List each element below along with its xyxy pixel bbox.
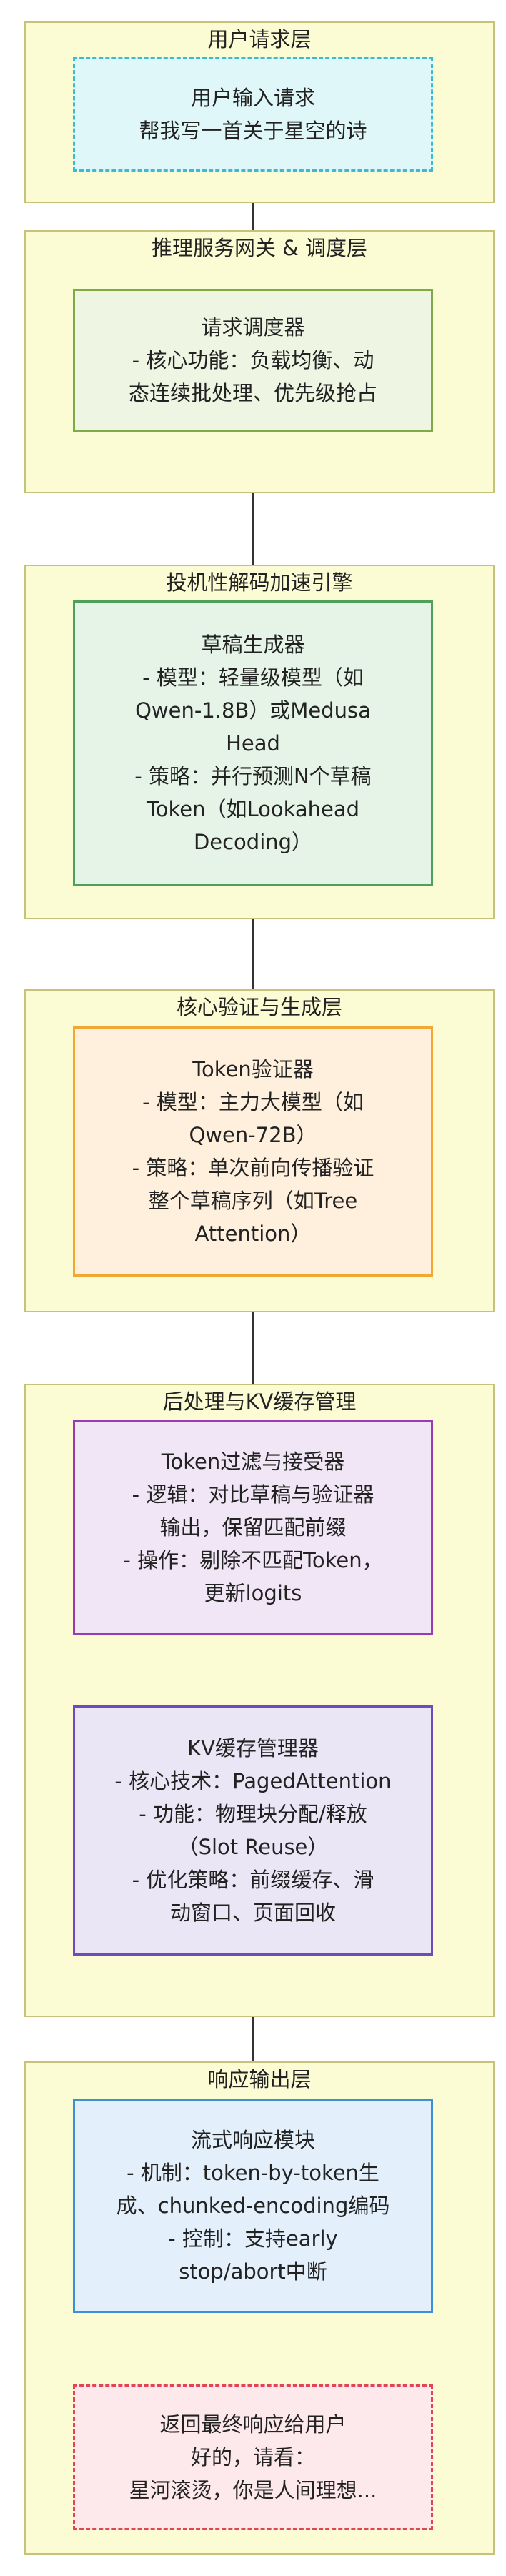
layer-title: 响应输出层 — [207, 2067, 312, 2091]
node-line: 返回最终响应给用户 — [159, 2412, 347, 2437]
layer-title: 投机性解码加速引擎 — [166, 570, 353, 595]
node-line: - 操作：剔除不匹配Token， — [123, 1548, 383, 1572]
node-line: - 控制：支持early — [168, 2226, 338, 2251]
node-line: Qwen-72B） — [189, 1123, 317, 1147]
node-line: 输出，保留匹配前缀 — [159, 1515, 347, 1540]
node-line: KV缓存管理器 — [187, 1736, 319, 1760]
layer-title: 推理服务网关 & 调度层 — [151, 236, 368, 260]
node-line: - 逻辑：对比草稿与验证器 — [132, 1482, 374, 1507]
node-line: 帮我写一首关于星空的诗 — [139, 119, 367, 143]
node-line: - 模型：轻量级模型（如 — [142, 665, 364, 690]
node-line: - 策略：并行预测N个草稿 — [134, 764, 372, 788]
node-line: 态连续批处理、优先级抢占 — [128, 381, 377, 405]
node-draft-generator: 草稿生成器 - 模型：轻量级模型（如 Qwen-1.8B）或Medusa Hea… — [73, 600, 433, 886]
node-line: Qwen-1.8B）或Medusa — [135, 698, 371, 723]
node-request-scheduler: 请求调度器 - 核心功能：负载均衡、动 态连续批处理、优先级抢占 — [73, 289, 433, 432]
node-token-filter-acceptor: Token过滤与接受器 - 逻辑：对比草稿与验证器 输出，保留匹配前缀 - 操作… — [73, 1420, 433, 1635]
node-kv-cache-manager: KV缓存管理器 - 核心技术：PagedAttention - 功能：物理块分配… — [73, 1705, 433, 1956]
node-line: - 优化策略：前缀缓存、滑 — [132, 1868, 374, 1892]
node-line: - 核心技术：PagedAttention — [114, 1769, 392, 1793]
node-token-verifier: Token验证器 - 模型：主力大模型（如 Qwen-72B） - 策略：单次前… — [73, 1026, 433, 1277]
node-line: - 核心功能：负载均衡、动 — [132, 348, 374, 372]
node-line: - 模型：主力大模型（如 — [142, 1090, 364, 1114]
node-line: Decoding） — [193, 830, 313, 854]
node-line: Head — [226, 731, 280, 756]
node-line: stop/abort中断 — [179, 2259, 327, 2284]
node-line: Token（如Lookahead — [146, 797, 360, 821]
node-line: 流式响应模块 — [190, 2128, 315, 2152]
node-line: Attention） — [194, 1222, 312, 1246]
layer-title: 用户请求层 — [207, 27, 312, 51]
node-line: 整个草稿序列（如Tree — [148, 1189, 358, 1213]
node-line: 成、chunked-encoding编码 — [116, 2194, 390, 2218]
node-line: - 功能：物理块分配/释放 — [139, 1802, 367, 1826]
node-final-response: 返回最终响应给用户 好的，请看： 星河滚烫，你是人间理想... — [73, 2384, 433, 2530]
node-line: （Slot Reuse） — [177, 1835, 329, 1859]
node-line: 星河滚烫，你是人间理想... — [129, 2478, 377, 2502]
node-line: - 策略：单次前向传播验证 — [132, 1156, 374, 1180]
node-line: 更新logits — [204, 1581, 302, 1605]
node-line: 请求调度器 — [201, 315, 305, 340]
node-line: Token验证器 — [192, 1057, 314, 1081]
node-line: Token过滤与接受器 — [161, 1450, 345, 1474]
node-line: 好的，请看： — [190, 2445, 315, 2470]
layer-title: 核心验证与生成层 — [176, 995, 342, 1019]
node-user-input: 用户输入请求 帮我写一首关于星空的诗 — [73, 57, 433, 172]
node-line: - 机制：token-by-token生 — [126, 2161, 380, 2185]
layer-title: 后处理与KV缓存管理 — [162, 1389, 357, 1414]
node-streaming-response: 流式响应模块 - 机制：token-by-token生 成、chunked-en… — [73, 2099, 433, 2313]
node-line: 动窗口、页面回收 — [169, 1901, 336, 1925]
node-line: 草稿生成器 — [201, 633, 305, 657]
node-line: 用户输入请求 — [190, 86, 315, 110]
